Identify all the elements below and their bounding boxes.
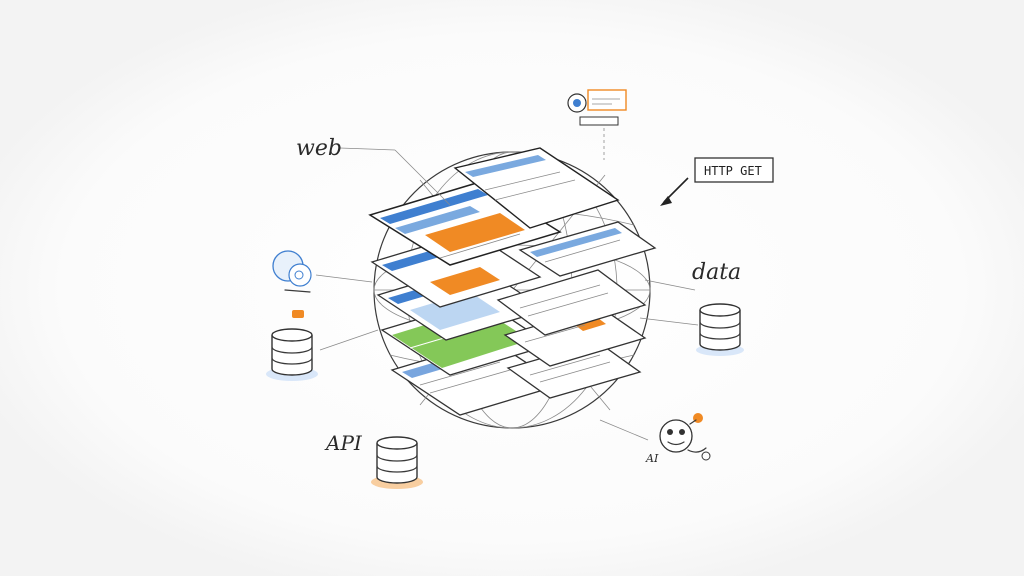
browser-window-icon bbox=[496, 269, 647, 336]
window-stack-left bbox=[368, 181, 562, 416]
browser-window-icon bbox=[518, 221, 657, 277]
window-stack-right bbox=[453, 147, 657, 399]
connectors bbox=[315, 128, 699, 441]
database-icon bbox=[266, 328, 318, 381]
label-data: data bbox=[692, 260, 741, 285]
label-web: web bbox=[296, 136, 342, 161]
label-api: API bbox=[324, 431, 363, 455]
http-get-box: HTTP GET bbox=[694, 157, 774, 183]
chat-bubble-icon bbox=[272, 250, 312, 318]
robot-icon bbox=[659, 413, 711, 461]
label-http-get: HTTP GET bbox=[704, 164, 762, 178]
database-icon bbox=[696, 303, 744, 356]
database-icon bbox=[371, 436, 423, 489]
browser-window-icon bbox=[453, 147, 620, 229]
label-api-small: AI bbox=[645, 452, 659, 465]
mini-interface-sketch bbox=[567, 89, 627, 126]
